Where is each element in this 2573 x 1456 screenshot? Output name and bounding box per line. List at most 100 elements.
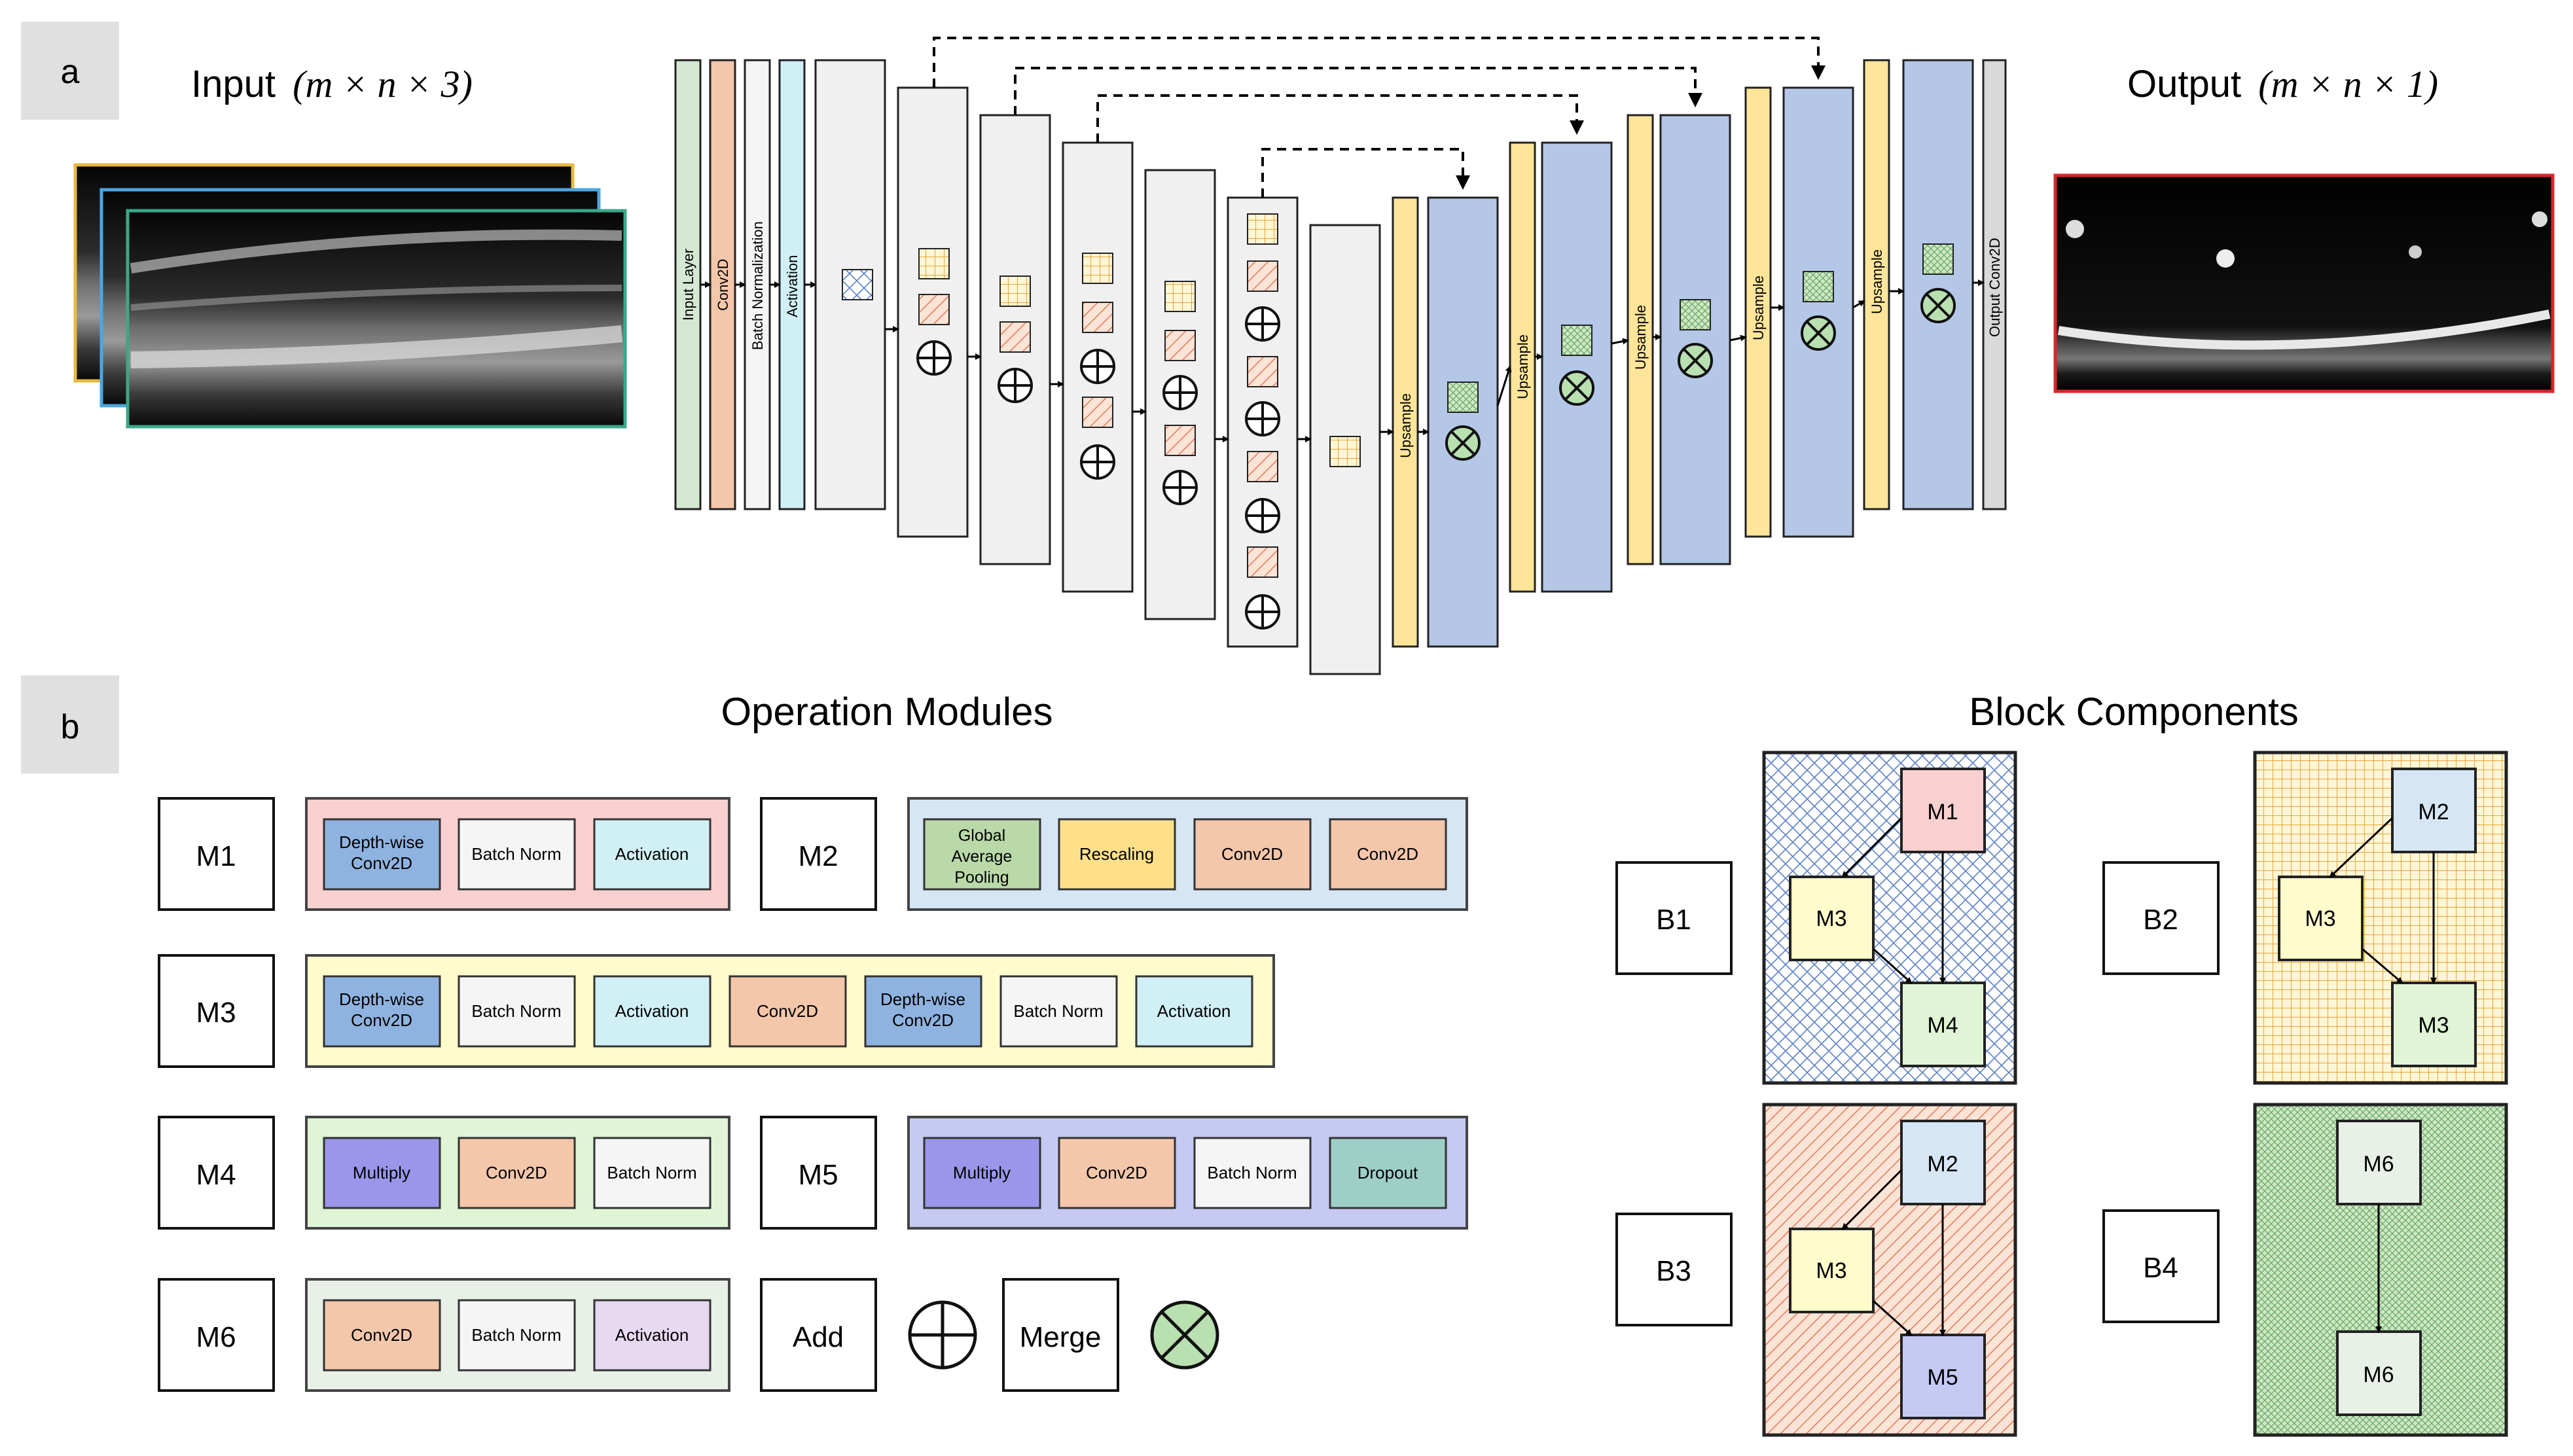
m2-op-1c: Pooling xyxy=(954,868,1009,887)
module-m3-label-box xyxy=(158,954,275,1068)
input-label: Input xyxy=(191,63,276,105)
block-b4-name: B4 xyxy=(2143,1252,2178,1284)
b2-icon xyxy=(1082,253,1113,284)
m4-op-batchnorm xyxy=(593,1137,711,1209)
module-m4-name: M4 xyxy=(196,1159,236,1191)
decoder-block-2 xyxy=(1541,141,1613,593)
b3-icon xyxy=(1247,451,1278,482)
m3-op-conv2d xyxy=(729,975,847,1048)
upsample-3 xyxy=(1627,114,1654,565)
layer-input xyxy=(674,59,702,510)
m5-op-conv2d xyxy=(1058,1137,1176,1209)
block-b1-name: B1 xyxy=(1656,904,1691,936)
b3-icon xyxy=(1164,330,1196,361)
panel-a-tag: a xyxy=(61,53,80,91)
upsample-label: Upsample xyxy=(1397,393,1414,458)
module-m5-name: M5 xyxy=(798,1159,838,1191)
m6-op-2: Batch Norm xyxy=(471,1325,561,1345)
module-m4-label-box xyxy=(158,1116,275,1230)
b2-node-m3-2 xyxy=(2391,982,2477,1067)
block-b2-name: B2 xyxy=(2143,904,2178,936)
panel-b: b Operation Modules Block Components M1 … xyxy=(21,675,2508,1437)
m2-op-rescaling xyxy=(1058,818,1176,891)
b1-node-m4 xyxy=(1900,982,1986,1067)
module-m2-label-box xyxy=(760,797,877,911)
svg-text:M4: M4 xyxy=(1927,1013,1958,1038)
network-diagram: Input Layer Conv2D Batch Normalization A… xyxy=(674,37,2007,675)
m5-op-dropout xyxy=(1329,1137,1447,1209)
module-m2-name: M2 xyxy=(798,840,838,872)
output-label: Output xyxy=(2127,63,2241,105)
svg-text:Output (m × n × 1): Output (m × n × 1) xyxy=(2127,63,2438,105)
m6-op-batchnorm xyxy=(458,1299,576,1372)
decoder-block-5 xyxy=(1902,59,1974,510)
m2-op-4: Conv2D xyxy=(1357,844,1418,864)
modules-title: Operation Modules xyxy=(721,690,1053,734)
layer-conv2d xyxy=(709,59,736,510)
b4-icon xyxy=(1680,299,1711,330)
m6-op-conv2d xyxy=(323,1299,441,1372)
b3-icon xyxy=(1082,302,1113,333)
m3-op-depthwise-1 xyxy=(323,975,441,1048)
layer-input-label: Input Layer xyxy=(680,249,696,321)
m3-op-activation-1 xyxy=(593,975,711,1048)
blocks-title: Block Components xyxy=(1969,690,2299,734)
layer-conv2d-label: Conv2D xyxy=(715,259,731,311)
m2-op-conv2d-1 xyxy=(1193,818,1312,891)
m4-op-1: Multiply xyxy=(353,1163,410,1182)
b1-node-m1 xyxy=(1900,768,1986,853)
module-m5-label-box xyxy=(760,1116,877,1230)
output-image xyxy=(2053,173,2555,393)
m2-op-1a: Global xyxy=(958,826,1005,845)
b4-icon xyxy=(1922,243,1954,275)
panel-b-tag-bg xyxy=(21,675,119,773)
b4-icon xyxy=(1447,382,1479,413)
m5-op-2: Conv2D xyxy=(1086,1163,1147,1182)
m6-op-3: Activation xyxy=(615,1325,689,1345)
panel-a: a Input (m × n × 3) Output (m × n × 1) xyxy=(21,22,2555,675)
m6-op-activation xyxy=(593,1299,711,1372)
m2-op-gap xyxy=(923,818,1041,891)
svg-text:M2: M2 xyxy=(2418,800,2449,825)
m3-op-6: Batch Norm xyxy=(1013,1001,1103,1021)
m4-op-multiply xyxy=(323,1137,441,1209)
layer-batch-norm xyxy=(744,59,771,510)
b2-icon xyxy=(999,275,1031,307)
svg-text:M6: M6 xyxy=(2363,1152,2394,1177)
b4-icon xyxy=(1803,271,1834,302)
b1-node-m3 xyxy=(1789,876,1875,961)
b2-icon xyxy=(918,248,950,279)
m1-op-activation xyxy=(593,818,711,891)
m3-op-1b: Conv2D xyxy=(351,1010,412,1030)
output-conv-label: Output Conv2D xyxy=(1987,238,2003,337)
m3-op-batchnorm-1 xyxy=(458,975,576,1048)
b3-icon xyxy=(1247,356,1278,387)
upsample-label: Upsample xyxy=(1869,249,1885,314)
m1-op-2: Batch Norm xyxy=(471,844,561,864)
b2-node-m3-1 xyxy=(2278,876,2364,961)
svg-text:M3: M3 xyxy=(1816,906,1846,931)
svg-text:M3: M3 xyxy=(1816,1258,1846,1283)
m6-op-1: Conv2D xyxy=(351,1325,412,1345)
m2-op-2: Rescaling xyxy=(1079,844,1154,864)
svg-text:M3: M3 xyxy=(2418,1013,2449,1038)
svg-text:M2: M2 xyxy=(1927,1152,1958,1177)
add-label-box xyxy=(760,1278,877,1392)
m2-op-1b: Average xyxy=(952,847,1013,866)
decoder-block-3 xyxy=(1659,114,1731,565)
b2-icon xyxy=(1329,436,1361,467)
m1-op-1a: Depth-wise xyxy=(339,832,424,852)
m4-op-conv2d xyxy=(458,1137,576,1209)
m3-op-depthwise-2 xyxy=(864,975,982,1048)
layer-batch-norm-label: Batch Normalization xyxy=(749,221,766,350)
m3-op-activation-2 xyxy=(1135,975,1253,1048)
b3-icon xyxy=(1164,425,1196,456)
m1-op-1b: Conv2D xyxy=(351,853,412,873)
m5-op-4: Dropout xyxy=(1358,1163,1418,1182)
m1-op-depthwise xyxy=(323,818,441,891)
upsample-label: Upsample xyxy=(1750,275,1767,340)
m5-op-batchnorm xyxy=(1193,1137,1312,1209)
b4-icon xyxy=(1561,325,1592,356)
